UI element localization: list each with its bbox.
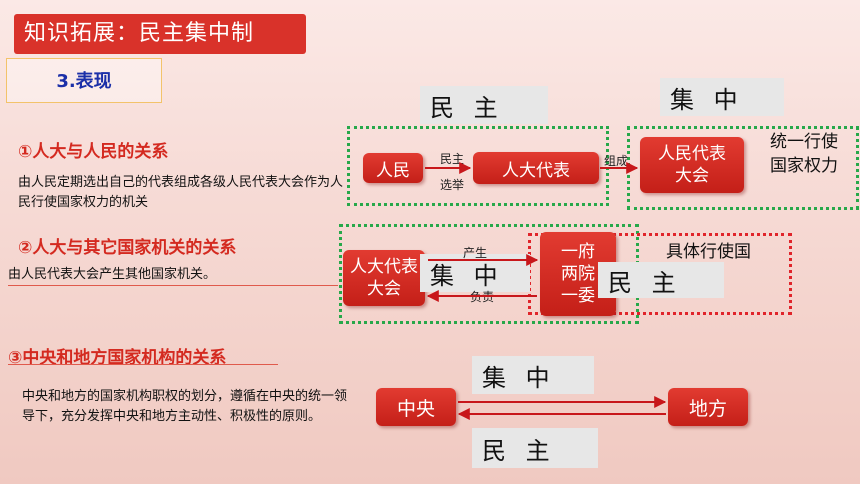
group-outline-democracy — [347, 126, 609, 206]
box-state-organs: 一府两院一委 — [540, 232, 616, 316]
label-democracy-2: 民 主 — [598, 262, 724, 298]
box-npc: 人民代表大会 — [640, 137, 744, 193]
label-centralism: 集 中 — [660, 78, 784, 116]
heading-people-relation: ①人大与人民的关系 — [18, 142, 169, 162]
section-subtitle: 3.表现 — [6, 58, 162, 103]
label-centralism-3: 集 中 — [472, 356, 594, 394]
text-organs-relation: 由人民代表大会产生其他国家机关。 — [8, 267, 217, 282]
box-local: 地方 — [668, 388, 748, 426]
heading-organs-relation: ②人大与其它国家机关的关系 — [18, 238, 237, 258]
arrow-label-democracy: 民主 — [440, 152, 465, 166]
text-exercise-power: 统一行使国家权力 — [770, 132, 838, 176]
label-democracy-3: 民 主 — [472, 428, 598, 468]
box-central: 中央 — [376, 388, 456, 426]
arrow-label-election: 选举 — [440, 178, 465, 192]
box-npc-2: 人大代表大会 — [343, 250, 425, 306]
text-exercise-specific: 具体行使国 — [666, 242, 751, 262]
arrow-label-produce: 产生 — [463, 246, 488, 260]
divider — [8, 364, 278, 365]
text-central-local: 中央和地方的国家机构职权的划分，遵循在中央的统一领导下，充分发挥中央和地方主动性… — [22, 389, 348, 424]
label-democracy: 民 主 — [420, 86, 548, 124]
page-title: 知识拓展：民主集中制 — [14, 14, 306, 54]
divider — [8, 285, 338, 286]
box-deputies: 人大代表 — [473, 152, 599, 184]
heading-central-local: ③中央和地方国家机构的关系 — [8, 348, 227, 368]
arrow-label-compose: 组成 — [604, 154, 629, 168]
box-people: 人民 — [363, 153, 423, 183]
text-people-relation: 由人民定期选出自己的代表组成各级人民代表大会作为人民行使国家权力的机关 — [18, 175, 344, 210]
